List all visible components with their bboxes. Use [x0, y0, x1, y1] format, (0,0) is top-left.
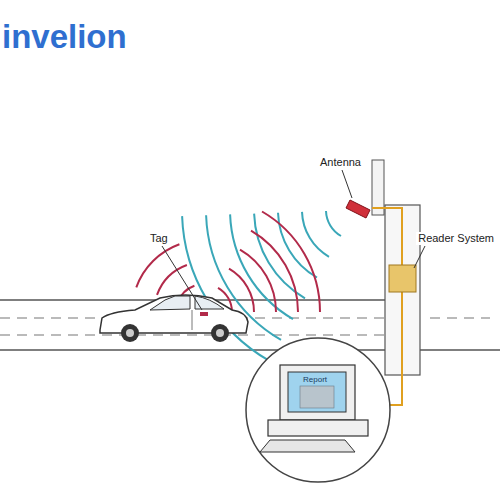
- wave-arc: [240, 250, 276, 312]
- part-label: Antenna: [318, 156, 363, 169]
- antenna: [346, 200, 370, 218]
- tag: [200, 312, 208, 316]
- wave-arc: [302, 212, 329, 257]
- part-label: Tag: [148, 232, 170, 245]
- wave-arc: [182, 216, 269, 361]
- leader-line: [342, 170, 352, 198]
- computer: [246, 338, 390, 482]
- lane-line: [0, 334, 385, 335]
- road-edge: [420, 349, 500, 351]
- reader-box: [389, 265, 416, 292]
- part-label: Reader System: [416, 232, 496, 245]
- wave-arc: [262, 212, 320, 313]
- wave-arc: [136, 244, 179, 287]
- reader-pole: [346, 160, 420, 375]
- lane-line: [430, 317, 490, 318]
- leader-line: [414, 246, 425, 268]
- brand-title: invelion: [2, 18, 127, 56]
- wave-arc: [157, 265, 187, 295]
- wave-arc: [326, 211, 341, 236]
- wave-arc: [229, 269, 254, 312]
- wave-arc: [251, 231, 298, 312]
- screen-text: Report: [302, 375, 328, 385]
- leader-line: [162, 246, 202, 310]
- car: [100, 295, 248, 342]
